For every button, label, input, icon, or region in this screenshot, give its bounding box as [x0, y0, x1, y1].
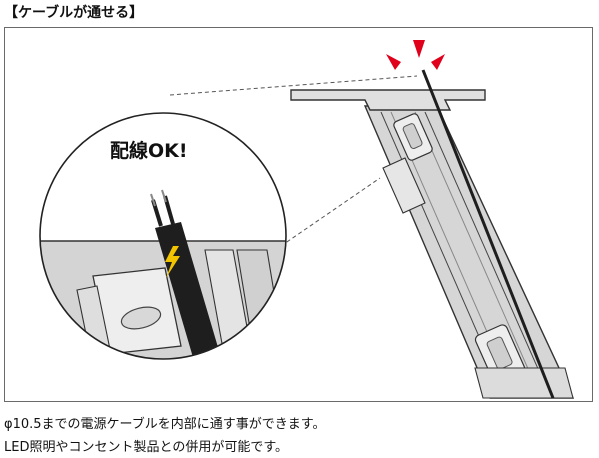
alert-mark-right: [431, 54, 445, 70]
zoom-circle-outline: [39, 112, 287, 360]
zoom-wire-right-tip: [161, 189, 167, 203]
wiring-ok-label: 配線OK!: [110, 140, 188, 162]
caption-line-2: LED照明やコンセント製品との併用が可能です。: [4, 440, 289, 455]
cable-in-shelf: [421, 69, 555, 399]
callout-lines: [169, 75, 418, 247]
alert-marks: [386, 40, 445, 70]
shelf-shaft: [363, 105, 575, 399]
upper-clip-inner: [402, 123, 423, 150]
lightning-icon: [165, 246, 180, 278]
zoom-wire-left-tip: [150, 193, 156, 207]
illustration-frame: 配線OK!: [4, 27, 593, 402]
alert-mark-left: [386, 54, 401, 70]
alert-mark-center: [413, 40, 425, 58]
inner-rail-right: [424, 111, 551, 397]
zoom-clip-hole: [120, 306, 162, 330]
shelf-top-flange: [290, 89, 486, 111]
upper-bracket: [382, 157, 426, 214]
lower-foot: [474, 367, 574, 399]
section-heading: 【ケーブルが通せる】: [4, 5, 144, 21]
lower-clip-inner: [486, 336, 513, 370]
cable-through-illustration: [39, 40, 575, 399]
callout-line-bottom: [280, 177, 381, 247]
callout-line-top: [169, 75, 418, 96]
caption-line-1: φ10.5までの電源ケーブルを内部に通す事ができます。: [4, 417, 326, 432]
inner-rail-right-2: [414, 111, 541, 397]
shelf-support-drawing: [290, 69, 575, 399]
